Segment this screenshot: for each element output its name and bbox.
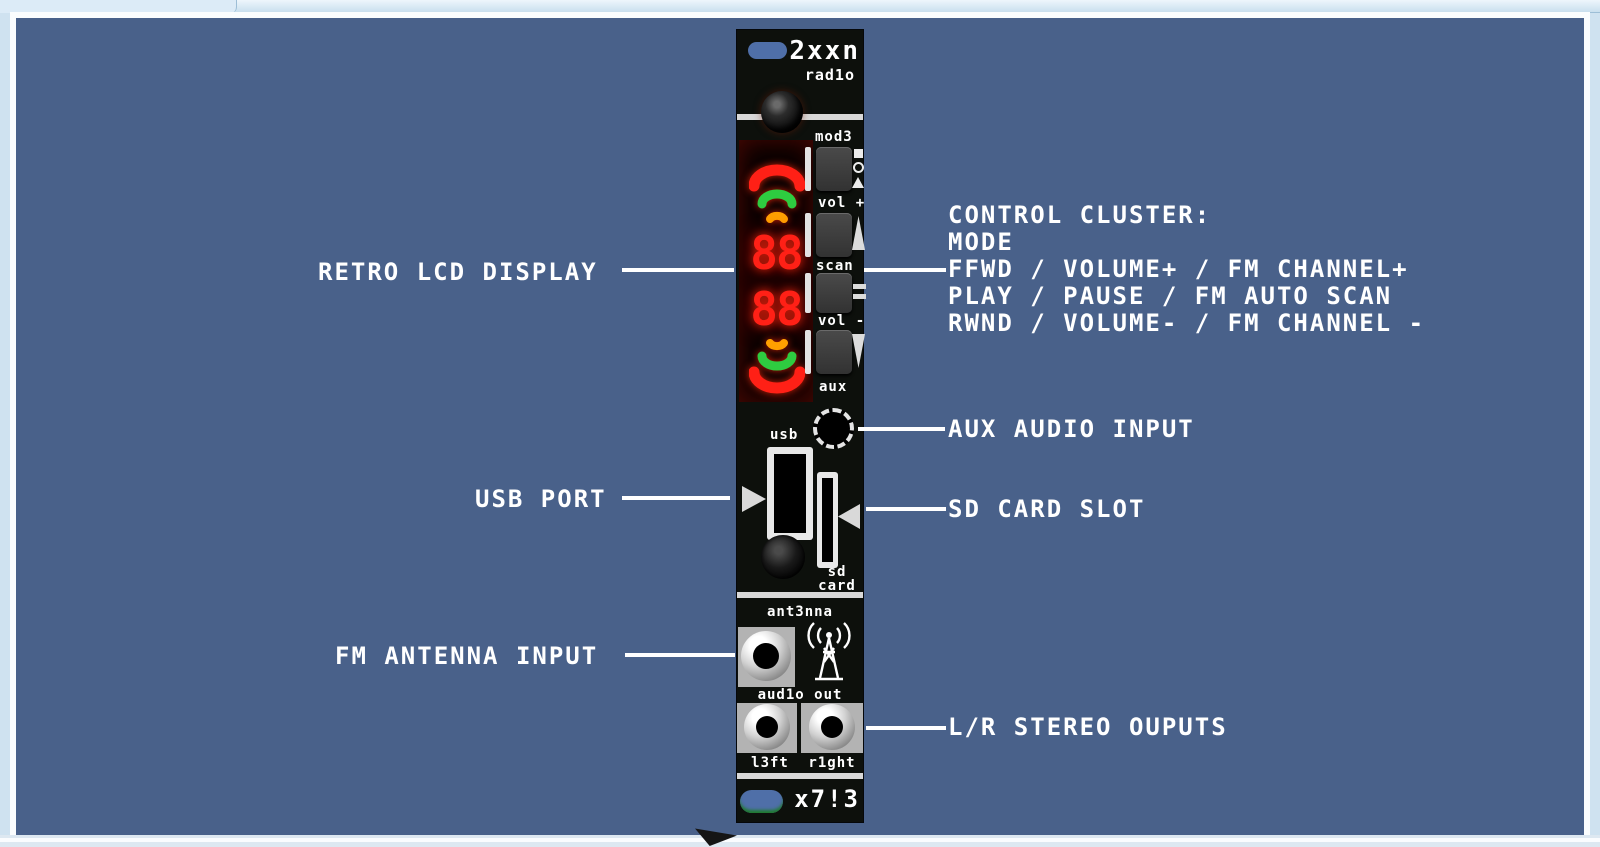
rwnd-volume-minus-button xyxy=(816,330,852,374)
vol-minus-label: vol - xyxy=(818,313,866,329)
left-label: l3ft xyxy=(751,755,789,771)
aux-label: aux xyxy=(819,379,848,395)
cluster-line: PLAY / PAUSE / FM AUTO SCAN xyxy=(948,282,1393,310)
annotation-usb: USB PORT xyxy=(475,485,607,513)
scan-label: scan xyxy=(816,258,854,274)
signal-strength-up-icon xyxy=(749,339,805,394)
usb-label: usb xyxy=(770,427,799,443)
leader-line-antenna xyxy=(625,653,735,657)
play-pause-scan-button xyxy=(816,273,852,313)
jack-hole xyxy=(756,716,778,738)
mode-button xyxy=(816,147,852,191)
leader-line-lcd-right xyxy=(864,268,946,272)
record-circle-icon xyxy=(853,162,864,173)
annotation-retro-lcd: RETRO LCD DISPLAY xyxy=(318,258,598,286)
button-strip xyxy=(805,330,811,374)
leader-line-aux xyxy=(858,427,945,431)
right-label: r1ght xyxy=(808,755,856,771)
antenna-label: ant3nna xyxy=(766,604,833,620)
signal-strength-down-icon xyxy=(749,164,805,223)
jack-hole xyxy=(821,716,843,738)
encoder-knob xyxy=(761,91,803,133)
module-brand: 2xxn xyxy=(789,36,860,66)
left-output-jack xyxy=(744,704,790,750)
button-strip xyxy=(805,147,811,191)
mounting-slot-top xyxy=(748,42,787,59)
radio-tower-icon xyxy=(807,622,851,681)
module-brand-sub: rad1o xyxy=(804,66,855,84)
cluster-line: RWND / VOLUME- / FM CHANNEL - xyxy=(948,309,1426,337)
ffwd-volume-plus-button xyxy=(816,213,852,257)
right-output-jack xyxy=(809,704,855,750)
annotation-sd: SD CARD SLOT xyxy=(948,495,1146,523)
leader-line-lcd-left xyxy=(622,268,734,272)
lcd-digits-row2: 88 xyxy=(750,282,803,336)
annotation-control-cluster: CONTROL CLUSTER: MODE FFWD / VOLUME+ / F… xyxy=(948,202,1425,337)
vol-plus-label: vol + xyxy=(818,195,866,211)
antenna-jack-plate xyxy=(738,627,795,687)
sd-card-label-line2: card xyxy=(818,578,856,594)
annotation-antenna: FM ANTENNA INPUT xyxy=(335,642,599,670)
cluster-line: CONTROL CLUSTER: xyxy=(948,201,1212,229)
usb-pointer-triangle-icon xyxy=(742,486,766,512)
sd-card-label-line1: sd xyxy=(827,564,847,580)
usb-port xyxy=(767,447,813,540)
eurorack-module-panel: 2xxn rad1o 88 88 mod3 vol + xyxy=(737,30,866,822)
annotation-outputs: L/R STEREO OUPUTS xyxy=(948,713,1228,741)
stop-square-icon xyxy=(854,149,863,158)
sd-card-label: sd card xyxy=(813,565,861,593)
leader-line-outputs xyxy=(866,726,946,730)
sd-pointer-triangle-icon xyxy=(838,504,860,529)
annotation-aux: AUX AUDIO INPUT xyxy=(948,415,1195,443)
jack-hole xyxy=(753,643,779,669)
retro-lcd-display: 88 88 xyxy=(739,140,813,402)
button-strip xyxy=(805,273,811,313)
trim-knob xyxy=(761,535,805,579)
mode-label: mod3 xyxy=(815,129,853,145)
cluster-line: FFWD / VOLUME+ / FM CHANNEL+ xyxy=(948,255,1409,283)
chrome-bottom-band xyxy=(0,838,1600,842)
window-chrome-bottom xyxy=(0,835,1600,847)
maker-logo: x7!3 xyxy=(794,785,860,813)
lcd-digits-row1: 88 xyxy=(750,226,803,280)
leader-line-sd xyxy=(866,507,946,511)
sd-slot-hole xyxy=(822,478,833,562)
usb-port-hole xyxy=(774,454,806,533)
mounting-slot-bottom xyxy=(740,790,783,813)
cluster-line: MODE xyxy=(948,228,1014,256)
divider-stripe xyxy=(737,773,863,779)
divider-stripe xyxy=(737,592,863,598)
aux-input-jack xyxy=(813,408,854,449)
tab-edge xyxy=(0,0,237,13)
leader-line-usb xyxy=(622,496,730,500)
fm-antenna-jack xyxy=(741,631,791,681)
button-strip xyxy=(805,213,811,257)
play-triangle-icon xyxy=(852,177,864,188)
sd-card-slot xyxy=(817,472,838,568)
audio-out-label: aud1o out xyxy=(757,687,843,703)
